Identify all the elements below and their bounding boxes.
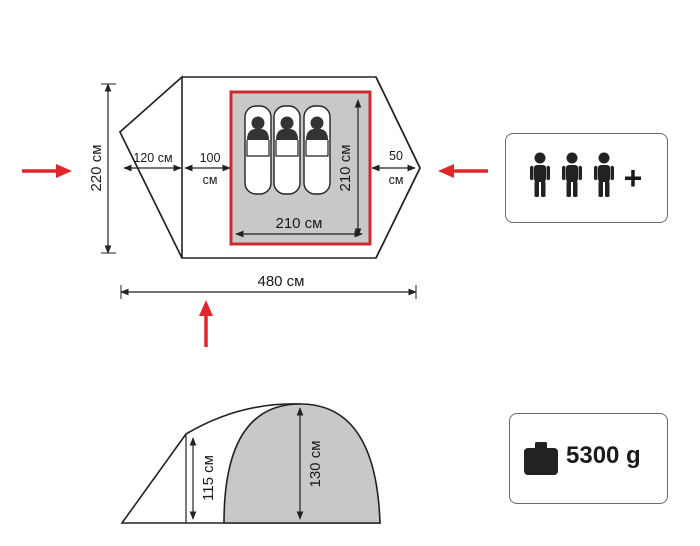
front-gap-unit: см xyxy=(203,173,218,187)
weight-icon xyxy=(524,442,558,475)
rear-gap-unit: см xyxy=(389,173,404,187)
weight-badge: 5300 g xyxy=(509,413,668,504)
capacity-plus: + xyxy=(624,160,643,196)
front-gap-value: 100 xyxy=(200,151,221,165)
sleeper-1 xyxy=(244,105,272,195)
vestibule-label: 120 см xyxy=(133,151,172,165)
sleeper-2 xyxy=(273,105,301,195)
total-width-label: 480 см xyxy=(257,273,304,290)
side-view: 115 см 130 см xyxy=(120,403,381,524)
sleeper-3 xyxy=(303,105,331,195)
inner-width-label: 210 см xyxy=(275,215,322,232)
entrance-arrow-right xyxy=(438,164,488,178)
rear-gap-value: 50 xyxy=(389,149,403,163)
inner-length-label: 210 см xyxy=(337,144,354,191)
depth-label: 220 см xyxy=(88,144,105,191)
entrance-arrow-left xyxy=(22,164,72,178)
inner-height-label: 130 см xyxy=(307,440,324,487)
rear-vestibule xyxy=(375,76,421,259)
entrance-arrow-bottom xyxy=(199,300,213,347)
vestibule-height-label: 115 см xyxy=(200,455,217,501)
weight-value: 5300 g xyxy=(566,442,641,469)
persons-icon: + xyxy=(530,152,643,197)
floor-plan: 220 см 120 см 100 см 50 см 210 см 210 см… xyxy=(22,75,488,347)
capacity-badge: + xyxy=(505,133,668,223)
